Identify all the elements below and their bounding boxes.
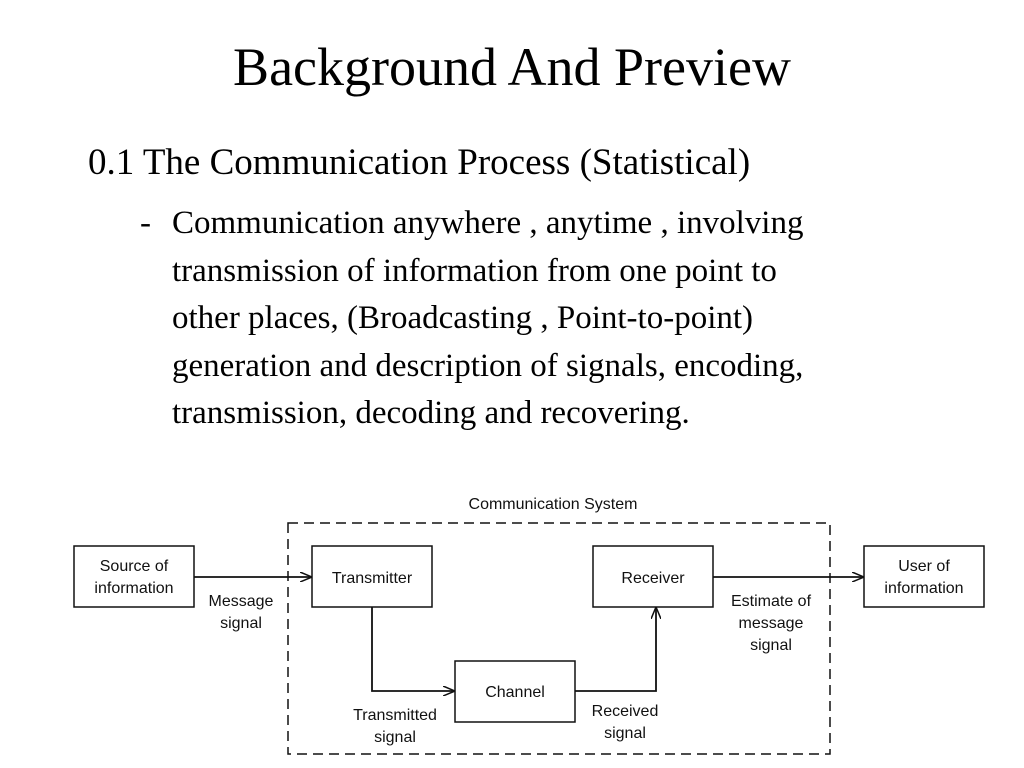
- bullet-item: - Communication anywhere , anytime , inv…: [140, 200, 960, 438]
- user-box: User of information: [863, 545, 985, 608]
- channel-label: Channel: [485, 684, 545, 701]
- received-signal-arrow: [575, 608, 656, 692]
- slide-title: Background And Preview: [233, 37, 791, 97]
- source-label-line: information: [94, 580, 173, 597]
- bullet-line: Communication anywhere , anytime , invol…: [172, 205, 804, 241]
- bullet-marker: -: [140, 205, 151, 241]
- source-label-line: Source of: [100, 558, 169, 575]
- bullet-line: transmission, decoding and recovering.: [172, 395, 690, 431]
- estimate-label: message: [739, 615, 804, 632]
- message-signal-label: Message: [209, 593, 274, 610]
- communication-system-diagram: Communication System Source of informati…: [73, 496, 985, 755]
- bullet-text: Communication anywhere , anytime , invol…: [172, 200, 960, 438]
- estimate-label: Estimate of: [731, 593, 812, 610]
- transmitted-signal-arrow: [371, 607, 454, 691]
- system-label: Communication System: [469, 496, 638, 513]
- estimate-label: signal: [750, 637, 792, 654]
- communication-system-boundary: [287, 522, 831, 755]
- section-heading: 0.1 The Communication Process (Statistic…: [88, 142, 751, 183]
- source-box: Source of information: [73, 545, 195, 608]
- receiver-label: Receiver: [621, 570, 685, 587]
- message-signal-label: signal: [220, 615, 262, 632]
- user-label-line: User of: [898, 558, 950, 575]
- transmitted-signal-label: signal: [374, 729, 416, 746]
- transmitter-label: Transmitter: [332, 570, 413, 587]
- bullet-line: generation and description of signals, e…: [172, 347, 804, 384]
- transmitted-signal-label: Transmitted: [353, 707, 437, 724]
- user-label-line: information: [884, 580, 963, 597]
- received-signal-label: signal: [604, 725, 646, 742]
- channel-box: Channel: [454, 660, 576, 723]
- received-signal-label: Received: [592, 703, 659, 720]
- bullet-line: transmission of information from one poi…: [172, 252, 777, 289]
- bullet-line: other places, (Broadcasting , Point-to-p…: [172, 300, 754, 336]
- receiver-box: Receiver: [592, 545, 714, 608]
- transmitter-box: Transmitter: [311, 545, 433, 608]
